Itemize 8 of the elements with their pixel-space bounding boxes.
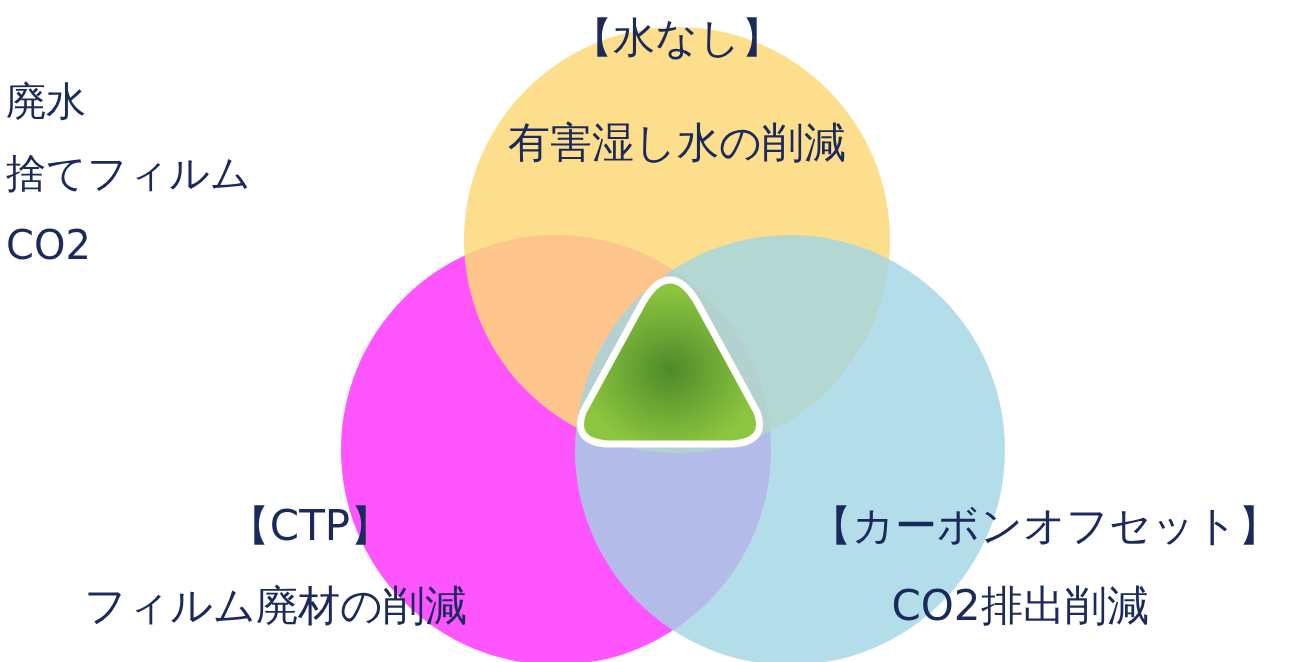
list-item: 廃水	[6, 77, 86, 126]
list-item: 捨てフィルム	[6, 149, 251, 198]
circle-heading: 【水なし】	[571, 12, 783, 64]
circle-text: 有害湿し水の削減	[508, 117, 846, 169]
circle-text: CO2排出削減	[891, 580, 1149, 632]
circle-heading: 【CTP】	[227, 500, 393, 552]
circle-heading: 【カーボンオフセット】	[810, 500, 1280, 552]
list-item: CO2	[6, 221, 91, 270]
